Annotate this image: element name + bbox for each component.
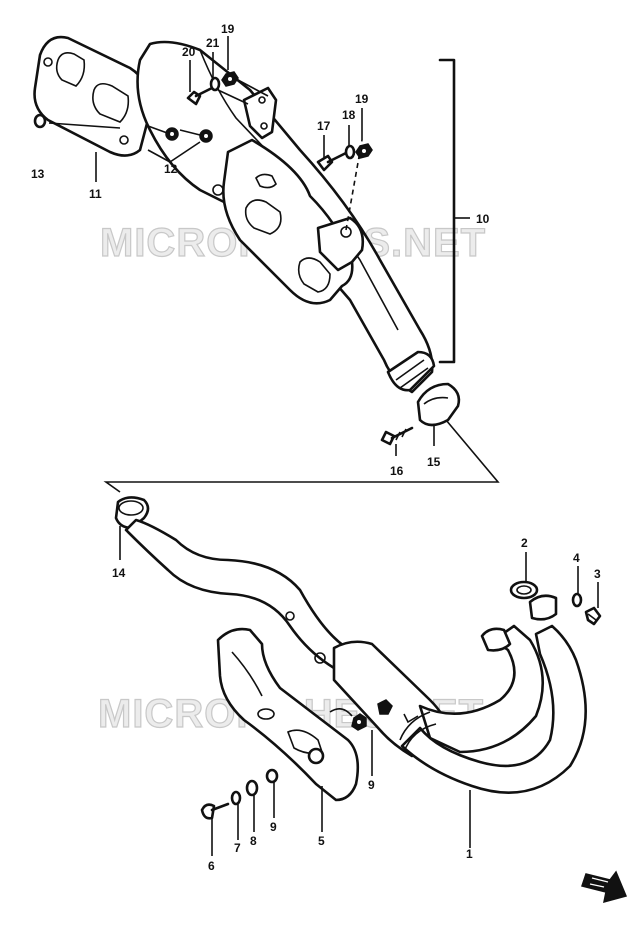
- callout-4: 4: [573, 551, 580, 565]
- callout-21: 21: [206, 36, 220, 50]
- flange-washer: [571, 592, 583, 608]
- heat-protector: [216, 627, 360, 802]
- protector-washer-right: [351, 699, 393, 731]
- top-washer: [209, 76, 221, 92]
- callout-18: 18: [342, 108, 356, 122]
- exhaust-pipe: [124, 518, 587, 794]
- upper-leaders: [48, 36, 470, 456]
- protector-flat-washer: [245, 779, 259, 797]
- clamp-bolt: [380, 426, 414, 446]
- callout-14: 14: [112, 566, 126, 580]
- protector-bolt: [200, 802, 230, 820]
- plate-nut-pair: [165, 127, 213, 143]
- protector-washer-left: [265, 768, 279, 784]
- callout-13: 13: [31, 167, 45, 181]
- callout-17: 17: [317, 119, 331, 133]
- plate-screw: [33, 113, 47, 129]
- bracket-bolt: [316, 150, 350, 172]
- lower-leaders: [119, 526, 599, 856]
- callout-19-right: 19: [355, 92, 369, 106]
- muffler: [136, 40, 436, 394]
- clamp: [416, 382, 461, 427]
- callout-7: 7: [234, 841, 241, 855]
- callout-19-top: 19: [221, 22, 235, 36]
- callout-2: 2: [521, 536, 528, 550]
- top-bolt: [186, 86, 214, 106]
- callout-10: 10: [476, 212, 490, 226]
- callout-5: 5: [318, 834, 325, 848]
- callout-16: 16: [390, 464, 404, 478]
- header-gasket: [509, 580, 539, 600]
- top-nut: [221, 71, 239, 87]
- callout-8: 8: [250, 834, 257, 848]
- callout-3: 3: [594, 567, 601, 581]
- end-cap-plate: [33, 35, 152, 157]
- callout-11: 11: [89, 187, 102, 201]
- callout-20: 20: [182, 45, 196, 59]
- callout-15: 15: [427, 455, 441, 469]
- flange-nut: [584, 606, 602, 626]
- callout-1: 1: [466, 847, 473, 861]
- protector-spring-washer: [230, 790, 242, 806]
- bracket-washer: [344, 144, 356, 160]
- callout-9-left: 9: [270, 820, 277, 834]
- connection-indicator: [103, 419, 500, 493]
- callout-12: 12: [164, 162, 178, 176]
- callout-6: 6: [208, 859, 215, 873]
- front-direction-arrow-icon: [581, 870, 628, 904]
- callout-9-right: 9: [368, 778, 375, 792]
